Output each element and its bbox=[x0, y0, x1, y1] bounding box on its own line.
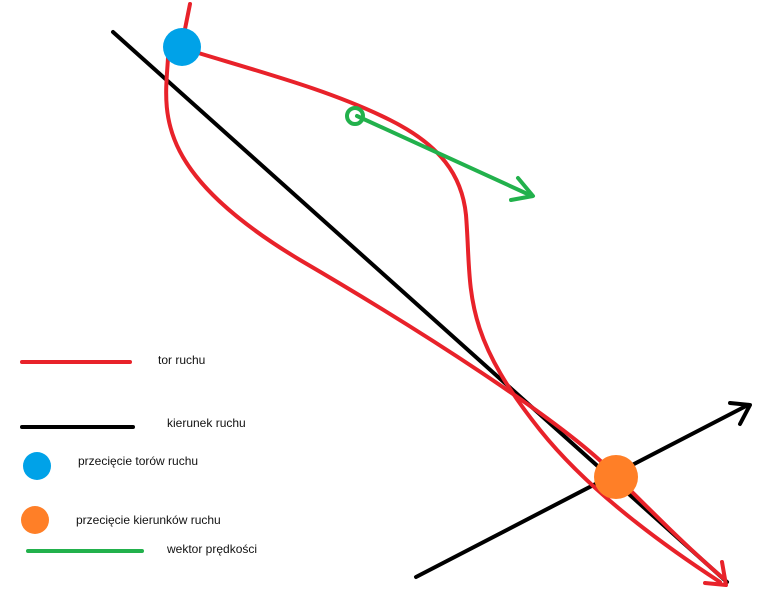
direction-arrowhead bbox=[728, 401, 752, 426]
legend-direction-intersection-dot bbox=[21, 506, 49, 534]
velocity-vector bbox=[355, 114, 534, 198]
legend-trajectory-intersection-dot bbox=[23, 452, 51, 480]
legend-label-direction: kierunek ruchu bbox=[167, 416, 246, 430]
legend-label-velocity: wektor prędkości bbox=[167, 542, 258, 556]
direction-line-cross bbox=[414, 403, 750, 579]
trajectory-lower bbox=[164, 56, 725, 580]
trajectory-arrowhead bbox=[703, 560, 728, 587]
legend-label-trajectory-intersection: przecięcie torów ruchu bbox=[78, 454, 199, 468]
trajectory-upper bbox=[180, 46, 722, 584]
legend-label-trajectory: tor ruchu bbox=[158, 353, 206, 367]
velocity-arrowhead bbox=[509, 176, 535, 202]
legend-label-direction-intersection: przecięcie kierunków ruchu bbox=[76, 513, 221, 527]
direction-intersection-dot bbox=[594, 455, 638, 499]
trajectory-intersection-dot bbox=[163, 28, 201, 66]
direction-line-main bbox=[111, 30, 729, 584]
velocity-point-marker bbox=[345, 106, 365, 126]
